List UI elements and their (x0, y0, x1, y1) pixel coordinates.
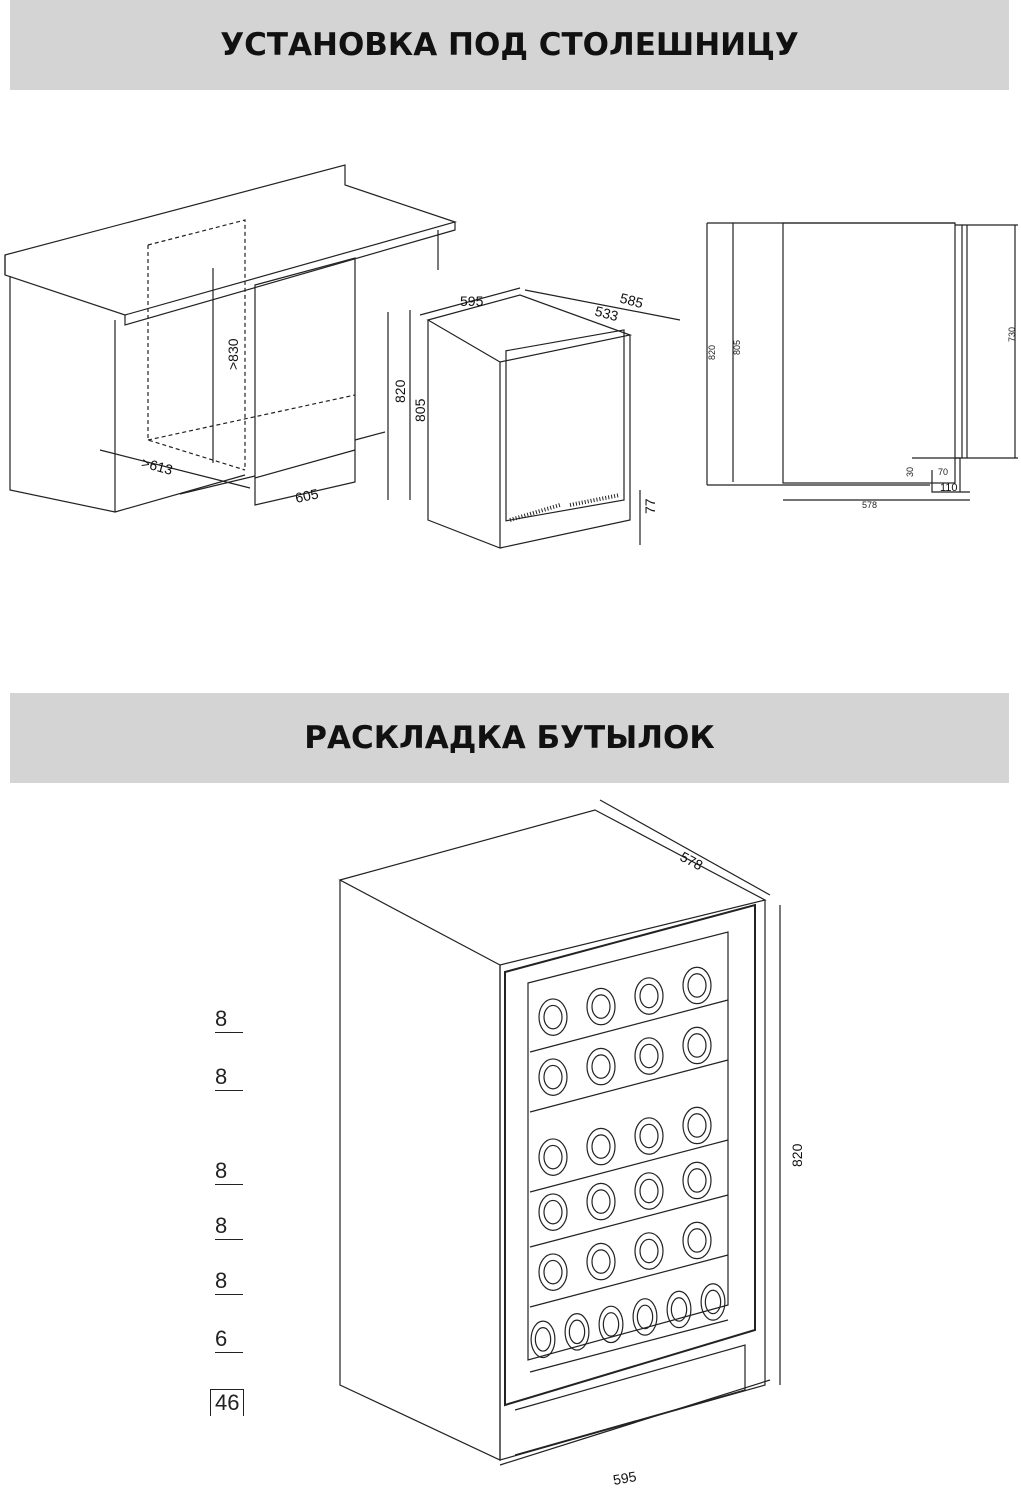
bottle (538, 1193, 568, 1231)
bottle (591, 1189, 611, 1214)
bottle (591, 1249, 611, 1274)
bottle (666, 1290, 692, 1329)
bottle (636, 1304, 654, 1330)
bottle (634, 1037, 664, 1075)
bottle (682, 1221, 712, 1260)
niche-height-label: >830 (225, 338, 241, 370)
bottle (682, 1161, 712, 1200)
total-bottles: 46 (210, 1389, 245, 1416)
unit-width-label: 595 (460, 293, 484, 309)
side-d70-label: 70 (938, 467, 948, 477)
shelf-count: 8 (215, 1158, 243, 1185)
bottle (634, 1172, 664, 1210)
shelf-count: 8 (215, 1268, 243, 1295)
bottle (591, 994, 611, 1019)
unit-height-body-label: 805 (412, 398, 428, 422)
bottle (639, 1238, 659, 1264)
side-view-drawing (706, 222, 1018, 501)
shelf (529, 1254, 729, 1308)
bottle (534, 1327, 552, 1352)
bottle (591, 1134, 611, 1159)
niche-depth-label: >613 (140, 454, 175, 478)
section-header-bottle-layout: РАСКЛАДКА БУТЫЛОК (10, 693, 1009, 783)
bottle (538, 1253, 568, 1291)
bottle (543, 1064, 563, 1090)
bottle (586, 1047, 616, 1086)
bottle (670, 1297, 688, 1322)
bottle (687, 1228, 707, 1253)
shelf (529, 1319, 729, 1373)
fridge-height-label: 820 (789, 1143, 805, 1167)
side-d30-label: 30 (905, 467, 915, 477)
bottle (586, 1182, 616, 1221)
side-h1-label: 820 (707, 345, 717, 360)
niche-width-label: 605 (294, 485, 320, 506)
side-h2-label: 805 (732, 340, 742, 355)
bottle (586, 987, 616, 1026)
bottle (543, 1199, 563, 1225)
bottle (687, 1168, 707, 1193)
bottle (639, 1123, 659, 1149)
bottle (586, 1127, 616, 1166)
bottle (634, 1117, 664, 1155)
bottle (538, 1058, 568, 1096)
bottle (639, 1043, 659, 1069)
bottle (598, 1305, 624, 1344)
side-d110-label: 110 (940, 482, 958, 494)
shelf (529, 1059, 729, 1113)
section-title: УСТАНОВКА ПОД СТОЛЕШНИЦУ (220, 27, 799, 63)
section-title: РАСКЛАДКА БУТЫЛОК (304, 720, 715, 756)
shelf-count: 8 (215, 1064, 243, 1091)
bottle (543, 1259, 563, 1285)
unit-perspective-drawing (387, 287, 681, 549)
bottle (538, 1138, 568, 1176)
bottle (682, 1026, 712, 1065)
side-door-label: 730 (1007, 327, 1017, 342)
bottle (687, 1113, 707, 1138)
fridge-width-label: 595 (612, 1468, 638, 1488)
bottle (687, 973, 707, 998)
bottle (639, 983, 659, 1009)
bottle (700, 1283, 726, 1321)
shelf (529, 1194, 729, 1248)
fridge-drawing (338, 799, 781, 1466)
shelf-lines (529, 999, 729, 1373)
section-header-installation: УСТАНОВКА ПОД СТОЛЕШНИЦУ (10, 0, 1009, 90)
unit-depth-total-label: 585 (618, 290, 645, 312)
bottle (704, 1289, 722, 1315)
fridge-depth-label: 578 (677, 848, 705, 873)
bottle (568, 1319, 586, 1345)
bottle (538, 998, 568, 1036)
bottle (682, 1106, 712, 1145)
unit-depth-body-label: 533 (593, 303, 620, 325)
countertop-drawing (4, 164, 458, 513)
bottle (682, 966, 712, 1005)
bottle (586, 1242, 616, 1281)
bottle (687, 1033, 707, 1058)
shelf-count: 8 (215, 1006, 243, 1033)
shelf-count: 8 (215, 1213, 243, 1240)
bottle (632, 1298, 658, 1336)
unit-base-height-label: 77 (642, 498, 658, 514)
bottle (530, 1320, 556, 1359)
bottle (639, 1178, 659, 1204)
bottle (564, 1313, 590, 1351)
bottle (634, 977, 664, 1015)
bottle (543, 1004, 563, 1030)
shelf (529, 999, 729, 1053)
unit-height-total-label: 820 (392, 379, 408, 403)
shelf-count: 6 (215, 1326, 243, 1353)
bottles (530, 966, 726, 1359)
bottle (602, 1312, 620, 1337)
bottle (634, 1232, 664, 1270)
bottle (591, 1054, 611, 1079)
shelf (529, 1139, 729, 1193)
bottle (543, 1144, 563, 1170)
side-depth-label: 578 (862, 500, 877, 510)
